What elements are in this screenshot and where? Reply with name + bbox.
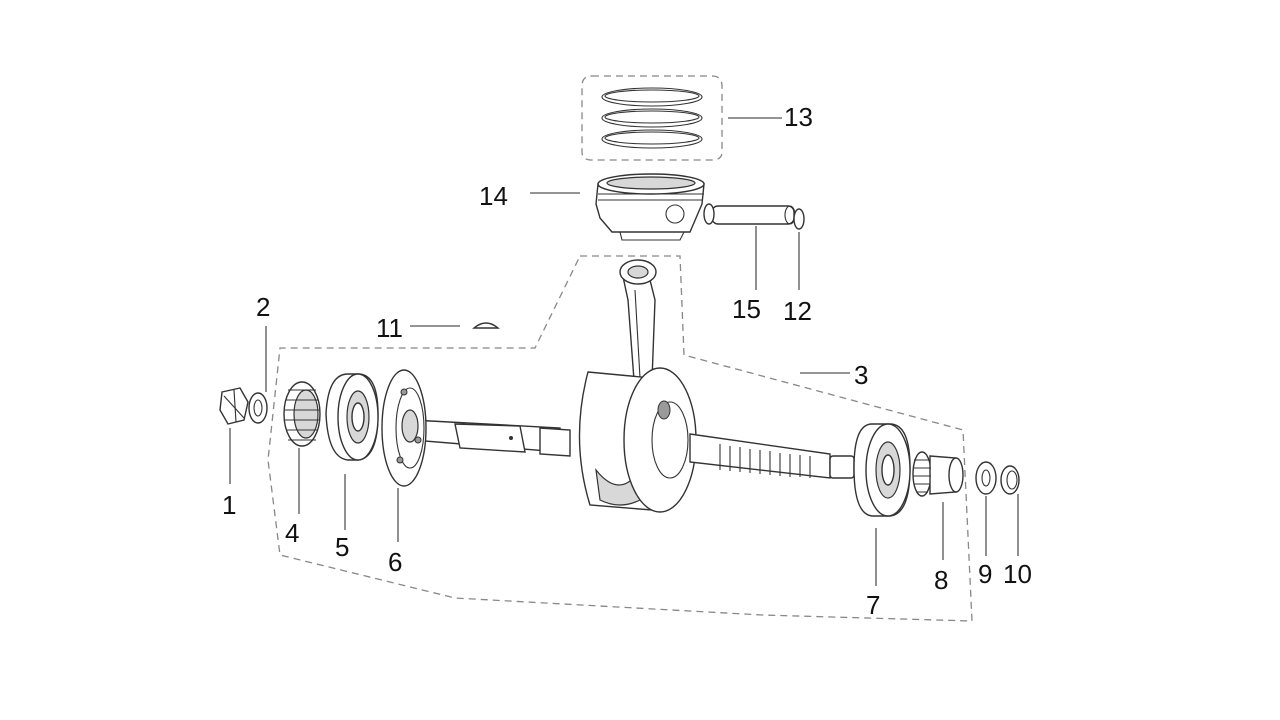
callout-3: 3 bbox=[854, 360, 869, 390]
right-washer bbox=[975, 461, 997, 495]
callout-9: 9 bbox=[978, 559, 993, 589]
crankshaft-left-shaft bbox=[411, 419, 571, 457]
callout-10: 10 bbox=[1003, 559, 1032, 589]
callout-4: 4 bbox=[285, 518, 300, 548]
callout-5: 5 bbox=[335, 532, 350, 562]
leader-lines bbox=[229, 117, 1019, 586]
crank-web-right bbox=[623, 367, 697, 513]
callout-7: 7 bbox=[866, 590, 881, 620]
crankshaft-assembly-outline bbox=[267, 255, 973, 622]
callout-13: 13 bbox=[784, 102, 813, 132]
washer bbox=[248, 392, 268, 424]
sprocket bbox=[912, 451, 964, 497]
woodruff-key bbox=[472, 322, 500, 329]
right-main-bearing bbox=[853, 423, 911, 517]
rotor-flange bbox=[381, 369, 427, 487]
connecting-rod bbox=[619, 259, 657, 381]
piston-ring-set-outline bbox=[581, 75, 723, 161]
pin-clips bbox=[703, 203, 805, 230]
callout-6: 6 bbox=[388, 547, 403, 577]
callout-8: 8 bbox=[934, 565, 949, 595]
right-nut bbox=[1000, 465, 1020, 495]
nut bbox=[219, 387, 249, 425]
crankshaft-right-shaft bbox=[689, 433, 855, 479]
piston bbox=[595, 173, 705, 241]
callout-2: 2 bbox=[256, 292, 271, 322]
callout-12: 12 bbox=[783, 296, 812, 326]
piston-pin bbox=[711, 205, 796, 225]
callout-11: 11 bbox=[376, 313, 403, 343]
callout-14: 14 bbox=[479, 181, 508, 211]
callout-1: 1 bbox=[222, 490, 237, 520]
left-main-bearing bbox=[325, 373, 379, 461]
callout-15: 15 bbox=[732, 294, 761, 324]
piston-rings bbox=[601, 87, 703, 149]
timing-gear bbox=[283, 381, 321, 447]
